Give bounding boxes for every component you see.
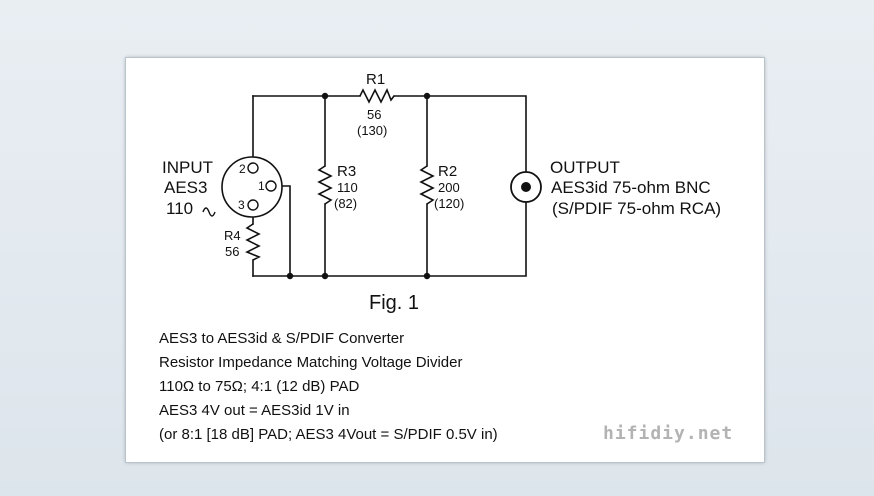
- caption-line: 110Ω to 75Ω; 4:1 (12 dB) PAD: [159, 378, 360, 395]
- caption-line: Resistor Impedance Matching Voltage Divi…: [159, 354, 463, 371]
- r2-alt-value: (120): [434, 196, 464, 211]
- junction-dot: [321, 272, 329, 280]
- caption-line: AES3 4V out = AES3id 1V in: [159, 402, 350, 419]
- ac-wave-icon: [202, 207, 216, 217]
- junction-dot: [423, 272, 431, 280]
- pin-label-3: 3: [238, 198, 245, 212]
- junction-dot: [321, 92, 329, 100]
- watermark-text: hifidiy.net: [603, 423, 734, 444]
- output-line1: AES3id 75-ohm BNC: [551, 178, 711, 197]
- r3-value: 110: [337, 180, 358, 195]
- top-rail-wire-right: [393, 95, 527, 174]
- r3-name: R3: [337, 163, 356, 180]
- r1-name: R1: [366, 71, 385, 88]
- xlr-connector-icon: [221, 156, 283, 218]
- caption-line: (or 8:1 [18 dB] PAD; AES3 4Vout = S/PDIF…: [159, 426, 498, 443]
- r2-value: 200: [438, 180, 460, 195]
- r2-name: R2: [438, 163, 457, 180]
- junction-dot: [286, 272, 294, 280]
- caption-line: AES3 to AES3id & S/PDIF Converter: [159, 330, 405, 347]
- junction-dot: [423, 92, 431, 100]
- input-title: INPUT: [162, 158, 213, 177]
- pin-label-1: 1: [258, 179, 265, 193]
- r3-resistor-symbol: [317, 165, 333, 205]
- figure-caption: AES3 to AES3id & S/PDIF Converter Resist…: [159, 327, 498, 447]
- figure-label: Fig. 1: [369, 292, 419, 314]
- r4-value: 56: [225, 244, 239, 259]
- pin-label-2: 2: [239, 162, 246, 176]
- input-type: AES3: [164, 178, 207, 197]
- output-title: OUTPUT: [550, 158, 620, 177]
- r2-resistor-symbol: [419, 165, 435, 205]
- r1-alt-value: (130): [357, 123, 387, 138]
- r3-alt-value: (82): [334, 196, 357, 211]
- figure-card: [125, 57, 765, 463]
- bnc-connector-icon: [510, 171, 542, 203]
- output-line2: (S/PDIF 75-ohm RCA): [552, 199, 721, 218]
- r1-resistor-symbol: [359, 88, 395, 104]
- r4-resistor-symbol: [245, 223, 261, 261]
- r1-value: 56: [367, 107, 381, 122]
- bottom-rail-wire: [252, 200, 527, 277]
- r4-name: R4: [224, 228, 241, 243]
- input-impedance: 110: [166, 199, 193, 218]
